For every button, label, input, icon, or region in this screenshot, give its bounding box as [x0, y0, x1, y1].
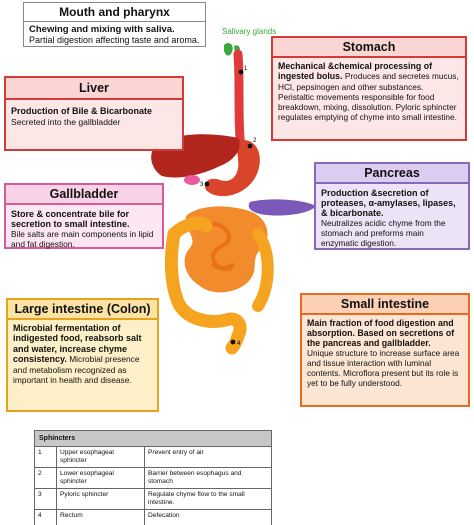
mouth-pharynx-text: Partial digestion affecting taste and ar… — [29, 35, 200, 45]
small-intestine-bold: Main fraction of food digestion and abso… — [307, 318, 455, 348]
pancreas-box: Pancreas Production &secretion of protea… — [314, 162, 470, 250]
liver-text: Secreted into the gallbladder — [11, 116, 121, 127]
small-intestine-text: Unique structure to increase surface are… — [307, 348, 460, 388]
small-intestine-title: Small intestine — [302, 295, 468, 315]
large-intestine-text: Microbial presence and metabolism recogn… — [13, 354, 140, 386]
stomach-text: Produces and secretes mucus, HCl, pepsin… — [278, 71, 459, 123]
gallbladder-title: Gallbladder — [6, 185, 162, 205]
stomach-body: Mechanical &chemical processing of inges… — [273, 58, 465, 125]
large-intestine — [164, 227, 247, 355]
liver-bold: Production of Bile & Bicarbonate — [11, 106, 153, 116]
sphincter-description: Prevent entry of air — [144, 446, 272, 468]
gallbladder-box: Gallbladder Store & concentrate bile for… — [4, 183, 164, 249]
esophagus — [233, 49, 249, 175]
sphincter-marker-1 — [238, 69, 244, 75]
small-intestine-body: Main fraction of food digestion and abso… — [302, 315, 468, 390]
sphincter-name: Upper esophageal sphincter — [56, 446, 145, 468]
stomach-box: Stomach Mechanical &chemical processing … — [271, 36, 467, 141]
small-intestine-folds — [201, 221, 236, 272]
sphincter-name: Rectum — [56, 509, 145, 525]
sphincter-number: 3 — [34, 488, 57, 510]
stomach-bold: Mechanical &chemical processing of inges… — [278, 61, 432, 82]
gallbladder-text: Bile salts are main components in lipid … — [11, 229, 154, 249]
pancreas — [248, 199, 316, 216]
large-intestine-right — [252, 228, 274, 312]
marker-label-3: 3 — [200, 182, 204, 188]
marker-label-4: 4 — [237, 341, 241, 347]
large-intestine-top — [167, 216, 213, 241]
gallbladder-bold: Store & concentrate bile for secretion t… — [11, 209, 130, 229]
sphincter-number: 1 — [34, 446, 57, 468]
pancreas-bold: Production &secretion of proteases, α-am… — [321, 188, 456, 218]
mouth-pharynx-body: Chewing and mixing with saliva. Partial … — [24, 22, 205, 48]
mouth-pharynx-box: Mouth and pharynx Chewing and mixing wit… — [23, 2, 206, 47]
salivary-glands-label: Salivary glands — [222, 27, 276, 36]
sphincter-marker-2 — [247, 143, 253, 149]
table-row: 3 Pyloric sphincter Regulate chyme flow … — [34, 488, 272, 510]
sphincters-table: Sphincters 1 Upper esophageal sphincter … — [34, 430, 272, 525]
sphincters-header: Sphincters — [34, 430, 272, 447]
mouth-pharynx-bold: Chewing and mixing with saliva. — [29, 24, 175, 35]
large-intestine-bold: Microbial fermentation of indigested foo… — [13, 323, 142, 365]
gallbladder — [184, 175, 200, 185]
liver-body: Production of Bile & Bicarbonate Secrete… — [6, 100, 182, 129]
marker-label-1: 1 — [244, 66, 248, 72]
liver-box: Liver Production of Bile & Bicarbonate S… — [4, 76, 184, 151]
sphincter-marker-4 — [230, 339, 236, 345]
sphincter-description: Regulate chyme flow to the small intesti… — [144, 488, 272, 510]
sphincter-description: Defecation — [144, 509, 272, 525]
stomach — [204, 139, 260, 197]
marker-label-2: 2 — [253, 138, 257, 144]
sphincter-description: Barrier between esophagus and stomach — [144, 467, 272, 489]
table-row: 2 Lower esophageal sphincter Barrier bet… — [34, 467, 272, 489]
sphincter-number: 2 — [34, 467, 57, 489]
sphincter-name: Pyloric sphincter — [56, 488, 145, 510]
pancreas-body: Production &secretion of proteases, α-am… — [316, 184, 468, 250]
pancreas-title: Pancreas — [316, 164, 468, 184]
pancreas-text: Neutralizes acidic chyme from the stomac… — [321, 218, 446, 248]
table-row: 1 Upper esophageal sphincter Prevent ent… — [34, 446, 272, 468]
table-row: 4 Rectum Defecation — [34, 509, 272, 525]
gallbladder-body: Store & concentrate bile for secretion t… — [6, 205, 162, 251]
sphincter-name: Lower esophageal sphincter — [56, 467, 145, 489]
large-intestine-body: Microbial fermentation of indigested foo… — [8, 320, 157, 387]
sphincter-marker-3 — [204, 181, 210, 187]
large-intestine-box: Large intestine (Colon) Microbial fermen… — [6, 298, 159, 412]
sphincter-number: 4 — [34, 509, 57, 525]
small-intestine-box: Small intestine Main fraction of food di… — [300, 293, 470, 407]
table-header-row: Sphincters — [34, 430, 272, 447]
large-intestine-title: Large intestine (Colon) — [8, 300, 157, 320]
stomach-title: Stomach — [273, 38, 465, 58]
mouth-pharynx-title: Mouth and pharynx — [24, 3, 205, 22]
digestive-system-illustration: Salivary glands 1 2 3 4 — [151, 27, 316, 355]
liver-title: Liver — [6, 78, 182, 100]
